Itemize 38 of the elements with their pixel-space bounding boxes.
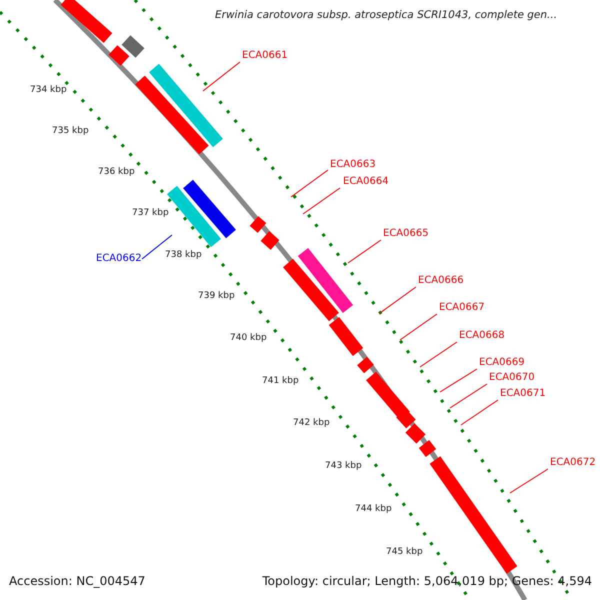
scale-label: 735 kbp [52,126,89,136]
topology-label: Topology: circular; Length: 5,064,019 bp; Genes: 4,594 [262,574,592,588]
gene-label: ECA0661 [242,50,288,62]
gene-label: ECA0666 [418,275,464,287]
scale-label: 737 kbp [132,208,169,218]
leader-line [510,468,548,494]
gene-label: ECA0671 [500,388,546,400]
scale-label: 740 kbp [230,333,267,343]
accession-label: Accession: NC_004547 [9,574,146,588]
gene-label: ECA0665 [383,228,429,240]
scale-label: 741 kbp [262,376,299,386]
leader-line [400,314,438,340]
leader-line [380,286,416,314]
gene-label: ECA0662 [96,253,142,265]
gene-label: ECA0672 [550,457,596,469]
leader-line [440,368,478,392]
scale-label: 739 kbp [198,291,235,301]
leader-line [420,342,458,368]
leader-line [348,240,382,264]
leader-line [290,170,328,198]
scale-label: 744 kbp [355,504,392,514]
scale-label: 734 kbp [30,85,67,95]
scale-label: 745 kbp [386,547,423,557]
gene-label: ECA0669 [479,357,525,369]
scale-label: 738 kbp [165,250,202,260]
scale-label: 742 kbp [293,418,330,428]
gene-label: ECA0667 [439,302,485,314]
leader-line [202,62,240,92]
leader-line [302,188,340,214]
gene-label: ECA0670 [489,372,535,384]
leader-line [142,234,172,260]
gene-label: ECA0668 [459,330,505,342]
gene-label: ECA0664 [343,176,389,188]
leader-line [460,400,498,426]
leader-line [450,384,488,408]
scale-label: 743 kbp [325,461,362,471]
scale-label: 736 kbp [98,167,135,177]
gene-label: ECA0663 [330,159,376,171]
